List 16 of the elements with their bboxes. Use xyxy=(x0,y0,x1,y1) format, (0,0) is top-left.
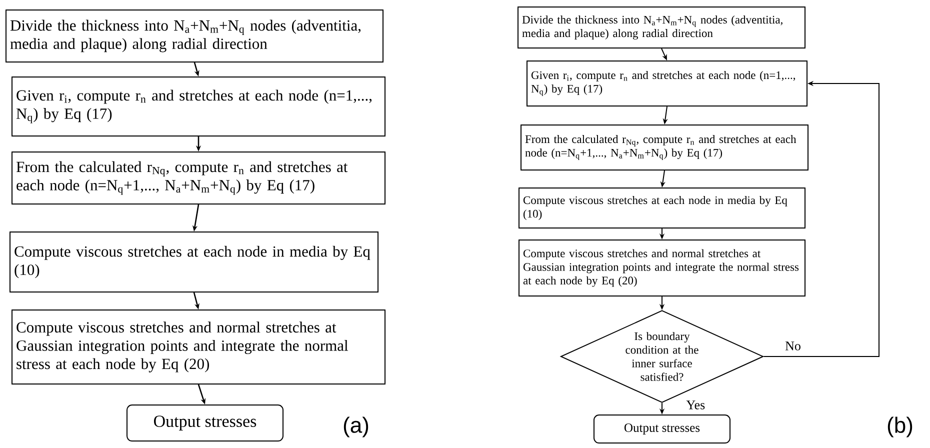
process-box: Compute viscous stretches at each node in media by Eq (10) xyxy=(10,232,378,292)
process-box: From the calculated r$_{Nq}$, compute r$_{n}$ and stretches at each node (n=N$_{q}$+1,..., N$_{a}$+N$_{m}$+N$_{q}$) by Eq (17) xyxy=(520,124,808,170)
terminal-box: Output stresses xyxy=(594,414,730,444)
process-box: Divide the thickness into N$_{a}$+N$_{m}$+N$_{q}$ nodes (adventitia, media and plaque) along radial direction xyxy=(518,6,806,48)
process-box: From the calculated r$_{Nq}$, compute r$_{n}$ and stretches at each node (n=N$_{q}$+1,..., N$_{a}$+N$_{m}$+N$_{q}$) by Eq (17) xyxy=(12,152,386,204)
process-box: Given r$_{i}$, compute r$_{n}$ and stretches at each node (n=1,..., N$_{q}$) by Eq (17) xyxy=(12,76,386,136)
process-box: Given r$_{i}$, compute r$_{n}$ and stretches at each node (n=1,..., N$_{q}$) by Eq (17) xyxy=(526,60,808,106)
edge-label: No xyxy=(785,342,800,350)
edge-label: Yes xyxy=(686,400,705,410)
process-box: Divide the thickness into N$_{a}$+N$_{m}$+N$_{q}$ nodes (adventitia, media and plaque) along radial direction xyxy=(6,10,384,62)
terminal-box: Output stresses xyxy=(126,404,284,442)
process-box: Compute viscous stretches and normal stretches at Gaussian integration points and integrate the normal stress at each node by Eq (20) xyxy=(518,240,806,296)
panel-label: (b) xyxy=(888,416,912,438)
process-box: Compute viscous stretches and normal stretches at Gaussian integration points and integrate the normal stress at each node by Eq (20) xyxy=(12,310,386,384)
process-box: Compute viscous stretches at each node in media by Eq (10) xyxy=(518,188,806,228)
panel-label: (a) xyxy=(344,416,368,438)
